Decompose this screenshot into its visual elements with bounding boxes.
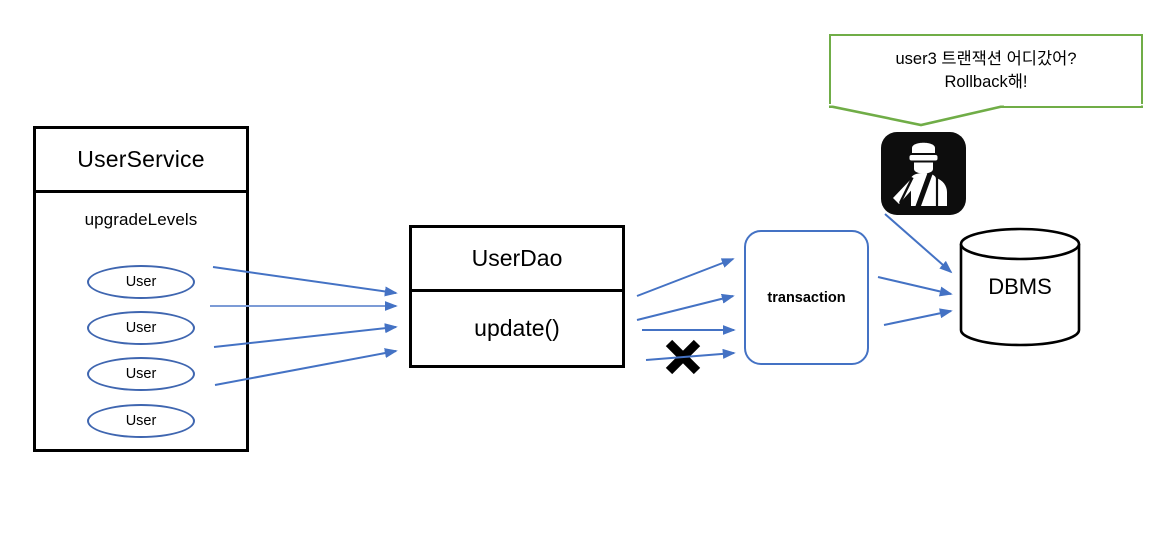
transaction-box: transaction bbox=[744, 230, 869, 365]
database-label: DBMS bbox=[988, 274, 1052, 299]
user-dao-method: update() bbox=[474, 315, 560, 341]
user-ellipse-1: User bbox=[87, 265, 195, 299]
user-service-body: upgradeLevels User User User User bbox=[36, 193, 246, 449]
user-service-box: UserService upgradeLevels User User User… bbox=[33, 126, 249, 452]
user-ellipse-4: User bbox=[87, 404, 195, 438]
upgrade-levels-label: upgradeLevels bbox=[84, 210, 198, 229]
speech-bubble-line-1: user3 트랜잭션 어디갔어? bbox=[895, 50, 1077, 69]
speech-bubble: user3 트랜잭션 어디갔어? Rollback해! bbox=[829, 34, 1143, 108]
x-mark-icon bbox=[665, 339, 701, 375]
database-cylinder-icon: DBMS bbox=[958, 227, 1082, 347]
police-officer-icon bbox=[881, 132, 966, 215]
user-dao-title: UserDao bbox=[412, 228, 622, 292]
user-service-title: UserService bbox=[36, 129, 246, 193]
user-ellipse-2: User bbox=[87, 311, 195, 345]
user-ellipse-3: User bbox=[87, 357, 195, 391]
user-dao-box: UserDao update() bbox=[409, 225, 625, 368]
speech-bubble-line-2: Rollback해! bbox=[944, 73, 1028, 91]
